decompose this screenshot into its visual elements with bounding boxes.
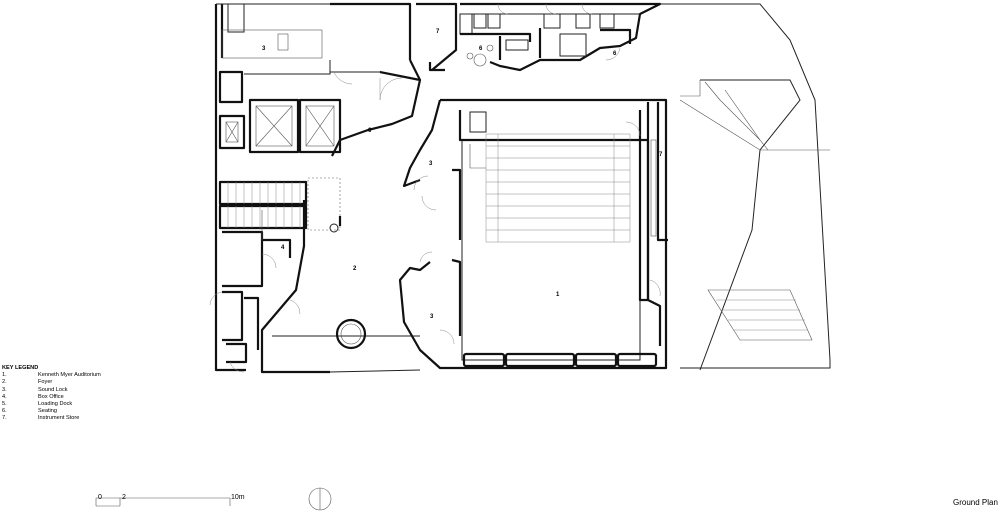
room-label-6a: 6 (368, 128, 372, 134)
room-label-7a: 7 (436, 29, 440, 35)
legend-label: Sound Lock (38, 386, 68, 393)
room-label-1: 1 (556, 292, 560, 298)
service-block (209, 2, 412, 373)
stage-panels (462, 352, 658, 368)
legend-key: 6. (2, 408, 7, 415)
top-wing (416, 2, 662, 72)
legend-key: 2. (2, 379, 7, 386)
legend-label: Kenneth Myer Auditorium (38, 372, 101, 379)
room-label-4: 4 (281, 245, 285, 251)
legend-key: 5. (2, 401, 7, 408)
scale-label-mid: 2 (122, 494, 126, 501)
legend-label: Instrument Store (38, 415, 80, 422)
legend-label: Box Office (38, 393, 64, 400)
key-legend: KEY LEGEND 1. Kenneth Myer Auditorium 2. F… (2, 365, 101, 423)
foyer-walls (260, 59, 445, 374)
room-label-6c: 6 (613, 51, 617, 57)
legend-item: 3. Sound Lock (2, 387, 101, 394)
scale-label-zero: 0 (98, 494, 102, 501)
legend-key: 7. (2, 415, 7, 422)
legend-item: 4. Box Office (2, 394, 101, 401)
legend-heading: KEY LEGEND (2, 365, 39, 371)
room-label-2: 2 (353, 266, 357, 272)
scale-label-end: 10m (231, 494, 245, 501)
room-label-3a: 3 (262, 46, 266, 52)
legend-key: 1. (2, 372, 7, 379)
legend-item: 6. Seating (2, 408, 101, 415)
room-label-3b: 3 (429, 161, 433, 167)
site-outline (660, 3, 831, 371)
legend-item: 5. Loading Dock (2, 401, 101, 408)
room-label-3c: 3 (430, 314, 434, 320)
legend-key: 3. (2, 386, 7, 393)
scale-bar (95, 497, 231, 507)
legend-label: Seating (38, 408, 57, 415)
legend-item: 7. Instrument Store (2, 415, 101, 422)
room-label-7b: 7 (659, 152, 663, 158)
auditorium (398, 98, 668, 370)
legend-item: 1. Kenneth Myer Auditorium (2, 372, 101, 379)
plan-title: Ground Plan (953, 498, 998, 507)
north-point (308, 487, 332, 511)
legend-item: 2. Foyer (2, 379, 101, 386)
legend-label: Foyer (38, 379, 53, 386)
legend-key: 4. (2, 393, 7, 400)
legend-label: Loading Dock (38, 401, 73, 408)
room-label-6b: 6 (479, 46, 483, 52)
